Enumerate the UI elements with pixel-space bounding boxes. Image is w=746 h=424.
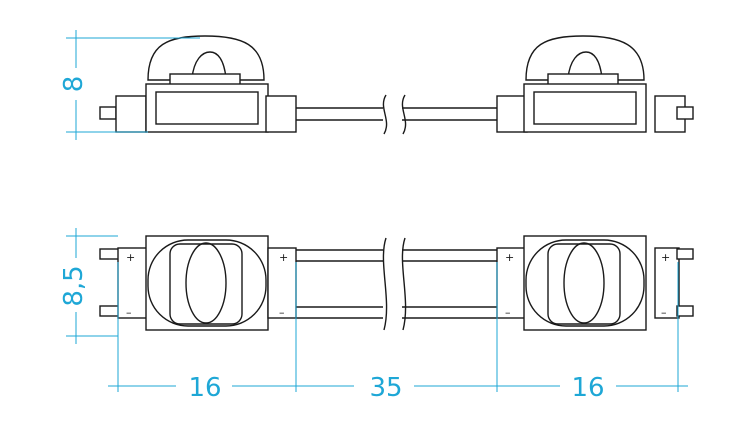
top-wires xyxy=(296,237,497,331)
dim-label-height-side: 8 xyxy=(59,76,89,93)
side-view: 8 xyxy=(59,30,694,140)
polarity-plus-right-b: + xyxy=(661,251,670,264)
polarity-minus-right-a: – xyxy=(505,306,511,319)
dim-label-module-right: 16 xyxy=(571,373,604,403)
polarity-plus-left-a: + xyxy=(126,251,135,264)
dim-label-height-top: 8,5 xyxy=(59,265,89,306)
dim-height-side: 8 xyxy=(59,30,200,140)
side-cable xyxy=(296,94,497,135)
top-view: + – + – + – + – 8,5 xyxy=(59,228,694,403)
polarity-minus-right-b: – xyxy=(661,306,667,319)
dim-label-spacing: 35 xyxy=(369,373,402,403)
side-module-left xyxy=(99,35,297,133)
dim-label-module-left: 16 xyxy=(188,373,221,403)
polarity-minus-left-a: – xyxy=(126,306,132,319)
polarity-minus-left-b: – xyxy=(279,306,285,319)
polarity-plus-right-a: + xyxy=(505,251,514,264)
dim-horizontal: 16 35 16 xyxy=(108,262,688,403)
dim-height-top: 8,5 xyxy=(59,228,118,344)
side-module-right xyxy=(496,35,694,133)
top-module-right: + – + – xyxy=(496,235,694,331)
top-module-left: + – + – xyxy=(99,235,297,331)
polarity-plus-left-b: + xyxy=(279,251,288,264)
